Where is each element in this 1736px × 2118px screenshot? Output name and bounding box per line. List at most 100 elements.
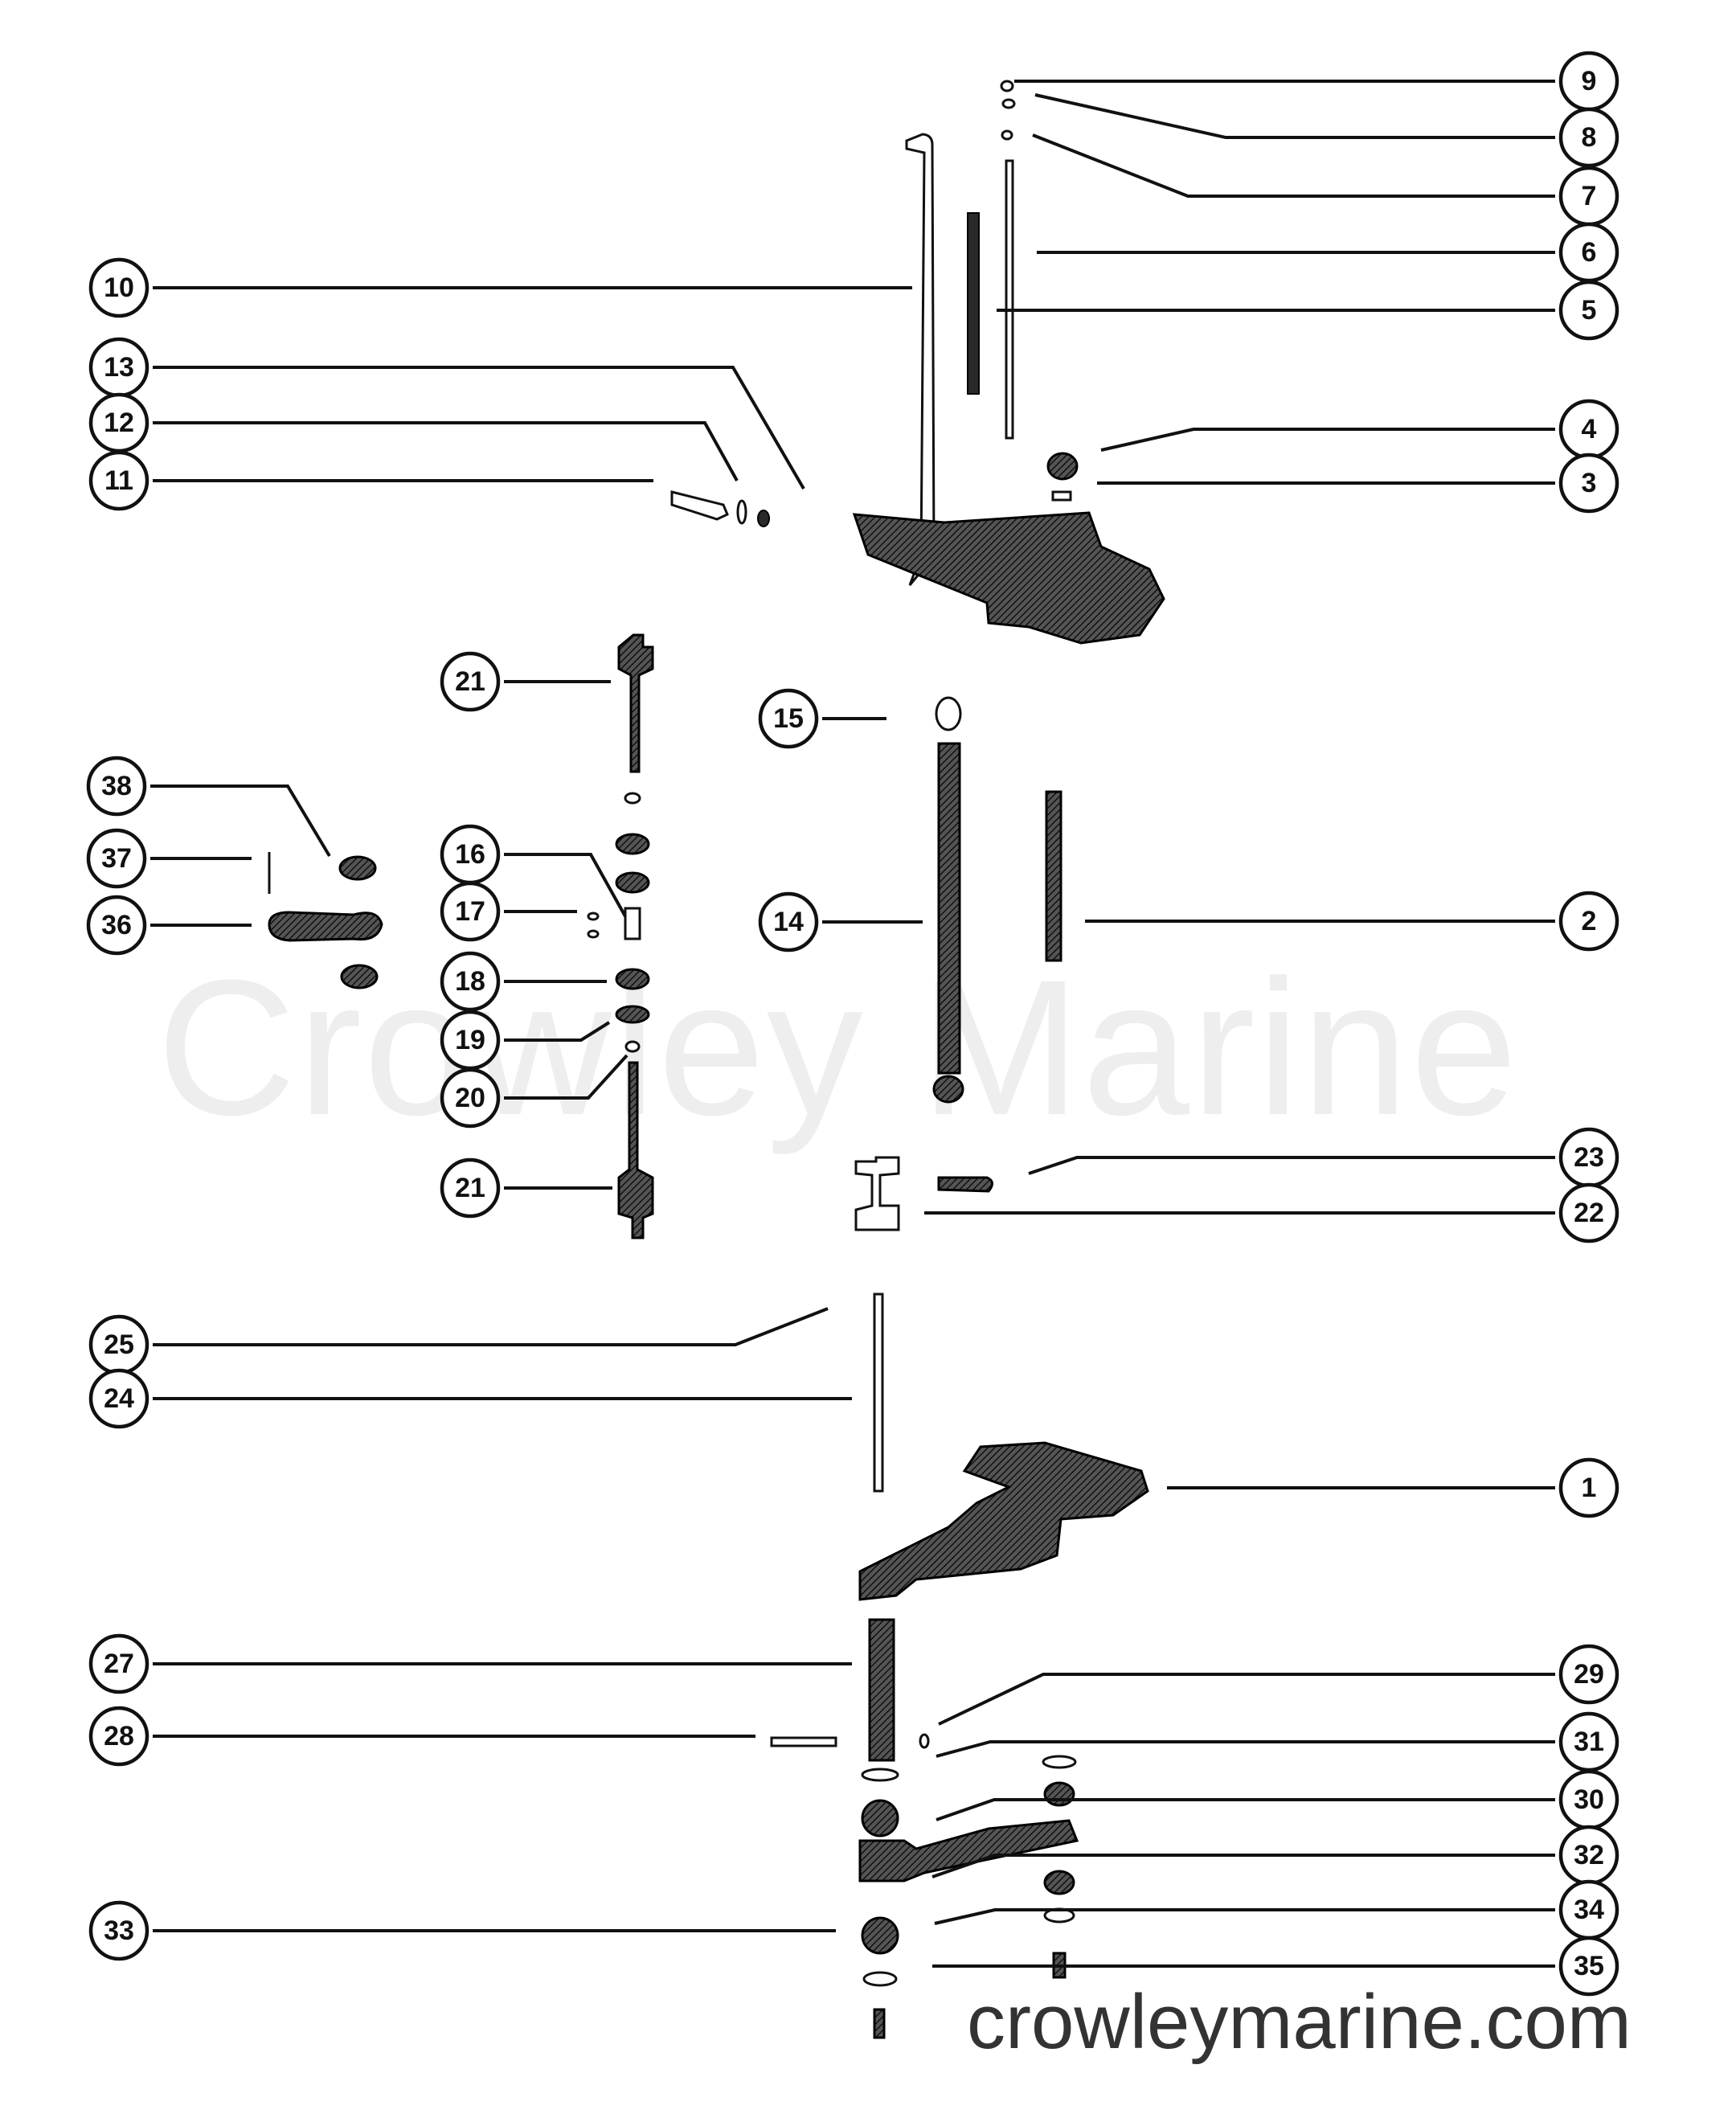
callout-35: 35: [932, 1936, 1619, 1997]
callout-number: 24: [104, 1383, 134, 1414]
part-32-nut: [1043, 1870, 1075, 1895]
callout-circle: [440, 881, 501, 942]
leader-line: [1028, 1156, 1555, 1175]
callout-2: 2: [1085, 891, 1619, 952]
callout-circle: [1558, 1457, 1619, 1518]
callout-21: 21: [440, 1157, 612, 1219]
callout-number: 33: [104, 1915, 134, 1946]
part-link-arm: [858, 1819, 1079, 1882]
part-nut-left-top: [861, 1799, 899, 1837]
leader-line: [934, 1908, 1555, 1925]
watermark-url[interactable]: crowleymarine.com: [967, 1979, 1632, 2065]
part-15-cap: [935, 696, 962, 731]
callout-number: 9: [1582, 66, 1597, 96]
part-7-washer: [1001, 129, 1013, 141]
callout-number: 25: [104, 1329, 134, 1360]
part-21-rod-end-bottom: [617, 1061, 654, 1239]
part-1-bracket-lower: [858, 1441, 1149, 1601]
callout-circle: [440, 651, 501, 712]
callout-number: 16: [455, 839, 485, 870]
callout-circle: [1558, 891, 1619, 952]
callout-4: 4: [1100, 399, 1619, 460]
callout-32: 32: [931, 1825, 1619, 1886]
callout-20: 20: [440, 1054, 628, 1129]
callout-24: 24: [88, 1368, 852, 1429]
callout-circle: [758, 891, 819, 952]
callout-27: 27: [88, 1633, 852, 1694]
callout-number: 2: [1582, 906, 1597, 936]
callout-number: 35: [1574, 1951, 1604, 1981]
callout-number: 6: [1582, 237, 1597, 268]
callout-38: 38: [86, 756, 331, 858]
callout-circle: [86, 828, 147, 889]
part-14-shaft: [937, 742, 961, 1075]
callout-number: 21: [455, 666, 485, 697]
callout-circle: [1558, 107, 1619, 168]
leader-line: [153, 366, 805, 490]
callout-circle: [88, 257, 149, 318]
callout-13: 13: [88, 337, 805, 490]
part-5-bar: [967, 212, 980, 395]
part-11-pin: [670, 490, 729, 521]
callout-circle: [88, 1633, 149, 1694]
callout-33: 33: [88, 1900, 836, 1961]
callout-circle: [1558, 1936, 1619, 1997]
part-10-rod: [905, 133, 936, 586]
callout-number: 11: [104, 465, 133, 496]
part-16-bushing-2: [615, 871, 650, 894]
leader-line: [504, 1054, 628, 1100]
part-14-bushing-bottom: [932, 1075, 964, 1104]
callout-number: 27: [104, 1649, 134, 1679]
callout-number: 8: [1582, 122, 1597, 153]
part-8-washer: [1001, 98, 1016, 109]
callout-18: 18: [440, 951, 607, 1012]
callout-number: 14: [773, 907, 804, 937]
callout-12: 12: [88, 392, 739, 481]
part-29-nut: [919, 1733, 930, 1749]
callout-23: 23: [1028, 1127, 1619, 1188]
callout-number: 10: [104, 272, 134, 303]
callout-30: 30: [936, 1769, 1619, 1830]
callout-29: 29: [938, 1644, 1619, 1726]
callout-6: 6: [1037, 222, 1619, 283]
callout-8: 8: [1034, 93, 1619, 168]
callout-number: 36: [101, 910, 132, 940]
leader-line: [150, 785, 331, 858]
callout-25: 25: [88, 1307, 829, 1375]
callout-34: 34: [934, 1879, 1619, 1940]
part-oring-top: [624, 792, 641, 805]
leader-line: [1034, 93, 1555, 139]
callout-number: 31: [1574, 1727, 1604, 1757]
callout-37: 37: [86, 828, 252, 889]
part-38-bushing-2: [340, 964, 379, 989]
part-23-clip: [937, 1176, 993, 1193]
callout-3: 3: [1097, 453, 1619, 514]
callout-36: 36: [86, 895, 252, 956]
callout-circle: [440, 951, 501, 1012]
part-2-rod: [1045, 790, 1062, 962]
callout-number: 29: [1574, 1659, 1604, 1690]
callout-number: 32: [1574, 1840, 1604, 1870]
callout-number: 18: [455, 966, 485, 997]
leader-line: [931, 1854, 1555, 1878]
callout-number: 15: [773, 703, 804, 734]
part-washer-left-top: [861, 1768, 899, 1782]
leader-line: [1100, 428, 1555, 452]
callout-21: 21: [440, 651, 611, 712]
part-20-oring: [624, 1040, 641, 1053]
part-21-rod-end-top: [617, 633, 654, 773]
callout-circle: [86, 756, 147, 817]
callout-circle: [86, 895, 147, 956]
part-24-rod: [873, 1293, 884, 1493]
part-33-nut: [861, 1916, 899, 1955]
part-bracket-upper: [852, 511, 1165, 645]
callout-circle: [88, 450, 149, 511]
callout-number: 23: [1574, 1142, 1604, 1173]
callout-number: 30: [1574, 1784, 1604, 1815]
callout-circle: [88, 1900, 149, 1961]
callout-28: 28: [88, 1706, 755, 1767]
part-17-plate: [624, 907, 641, 940]
leader-line: [1032, 133, 1555, 198]
callout-number: 34: [1574, 1895, 1604, 1925]
callout-9: 9: [1014, 51, 1619, 112]
